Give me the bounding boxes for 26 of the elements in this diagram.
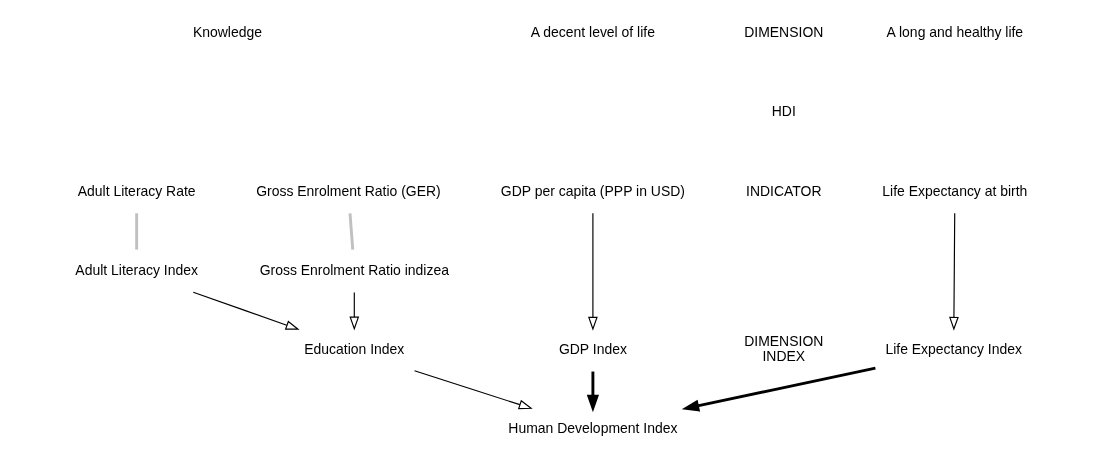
label: HDI	[771, 103, 796, 120]
node-text: Gross Enrolment Ratio indizea	[259, 261, 449, 278]
node-text: Life Expectancy Index	[885, 340, 1022, 357]
node-text: Human Development Index	[508, 419, 678, 436]
node-text: A decent level of life	[530, 24, 655, 41]
arrow	[588, 212, 598, 331]
node-text: Adult Literacy Index	[75, 261, 198, 278]
arrow	[681, 366, 876, 412]
node-text: Gross Enrolment Ratio (GER)	[256, 182, 441, 199]
label: INDICATOR	[746, 182, 822, 199]
node-text: Knowledge	[192, 24, 262, 41]
arrow	[949, 212, 959, 331]
arrow	[349, 291, 360, 331]
connector	[348, 213, 355, 250]
connector	[135, 213, 139, 250]
node-text: Life Expectancy at birth	[882, 182, 1028, 199]
label: DIMENSION	[744, 24, 824, 41]
node-text: GDP Index	[558, 340, 627, 357]
node-text: Adult Literacy Rate	[77, 182, 196, 199]
label: DIMENSION INDEX	[744, 333, 824, 365]
arrow	[192, 291, 300, 330]
node-text: A long and healthy life	[886, 24, 1024, 41]
arrow	[586, 371, 600, 413]
node-text: GDP per capita (PPP in USD)	[500, 182, 685, 199]
arrow	[413, 370, 533, 410]
node-text: Education Index	[304, 340, 405, 357]
